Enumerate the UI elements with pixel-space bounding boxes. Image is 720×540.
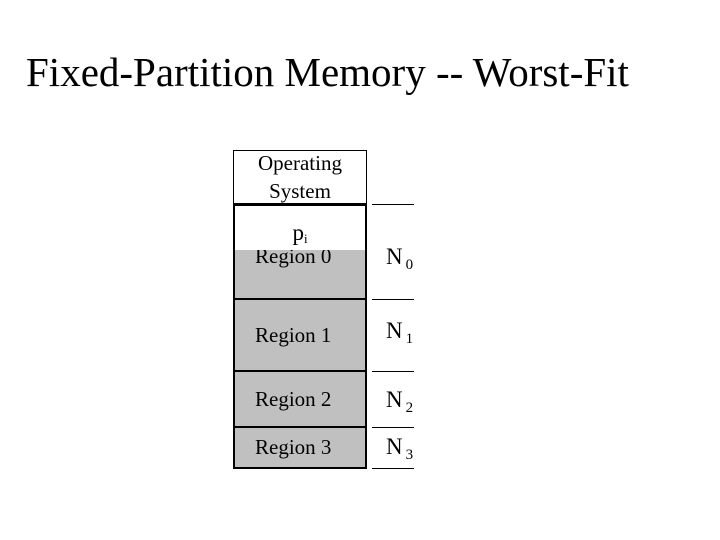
- os-label-line2: System: [269, 179, 331, 203]
- operating-system-block: Operating System: [233, 150, 367, 204]
- size-tick-top: [372, 204, 414, 205]
- size-tick-2: [372, 427, 414, 428]
- region-2-label: Region 2: [255, 386, 332, 411]
- size-tick-1: [372, 371, 414, 372]
- os-label-line1: Operating: [258, 151, 342, 175]
- size-tick-0: [372, 299, 414, 300]
- region-3-block: Region 3: [233, 428, 367, 469]
- region-2-block: Region 2: [233, 372, 367, 428]
- region-3-label: Region 3: [255, 435, 332, 459]
- process-subscript: i: [303, 231, 308, 246]
- size-tick-3: [372, 468, 414, 469]
- region-1-block: Region 1: [233, 300, 367, 372]
- process-pi-block: pi: [233, 204, 367, 250]
- process-letter: p: [292, 220, 304, 245]
- slide-title: Fixed-Partition Memory -- Worst-Fit: [26, 49, 629, 95]
- region-1-label: Region 1: [255, 322, 332, 347]
